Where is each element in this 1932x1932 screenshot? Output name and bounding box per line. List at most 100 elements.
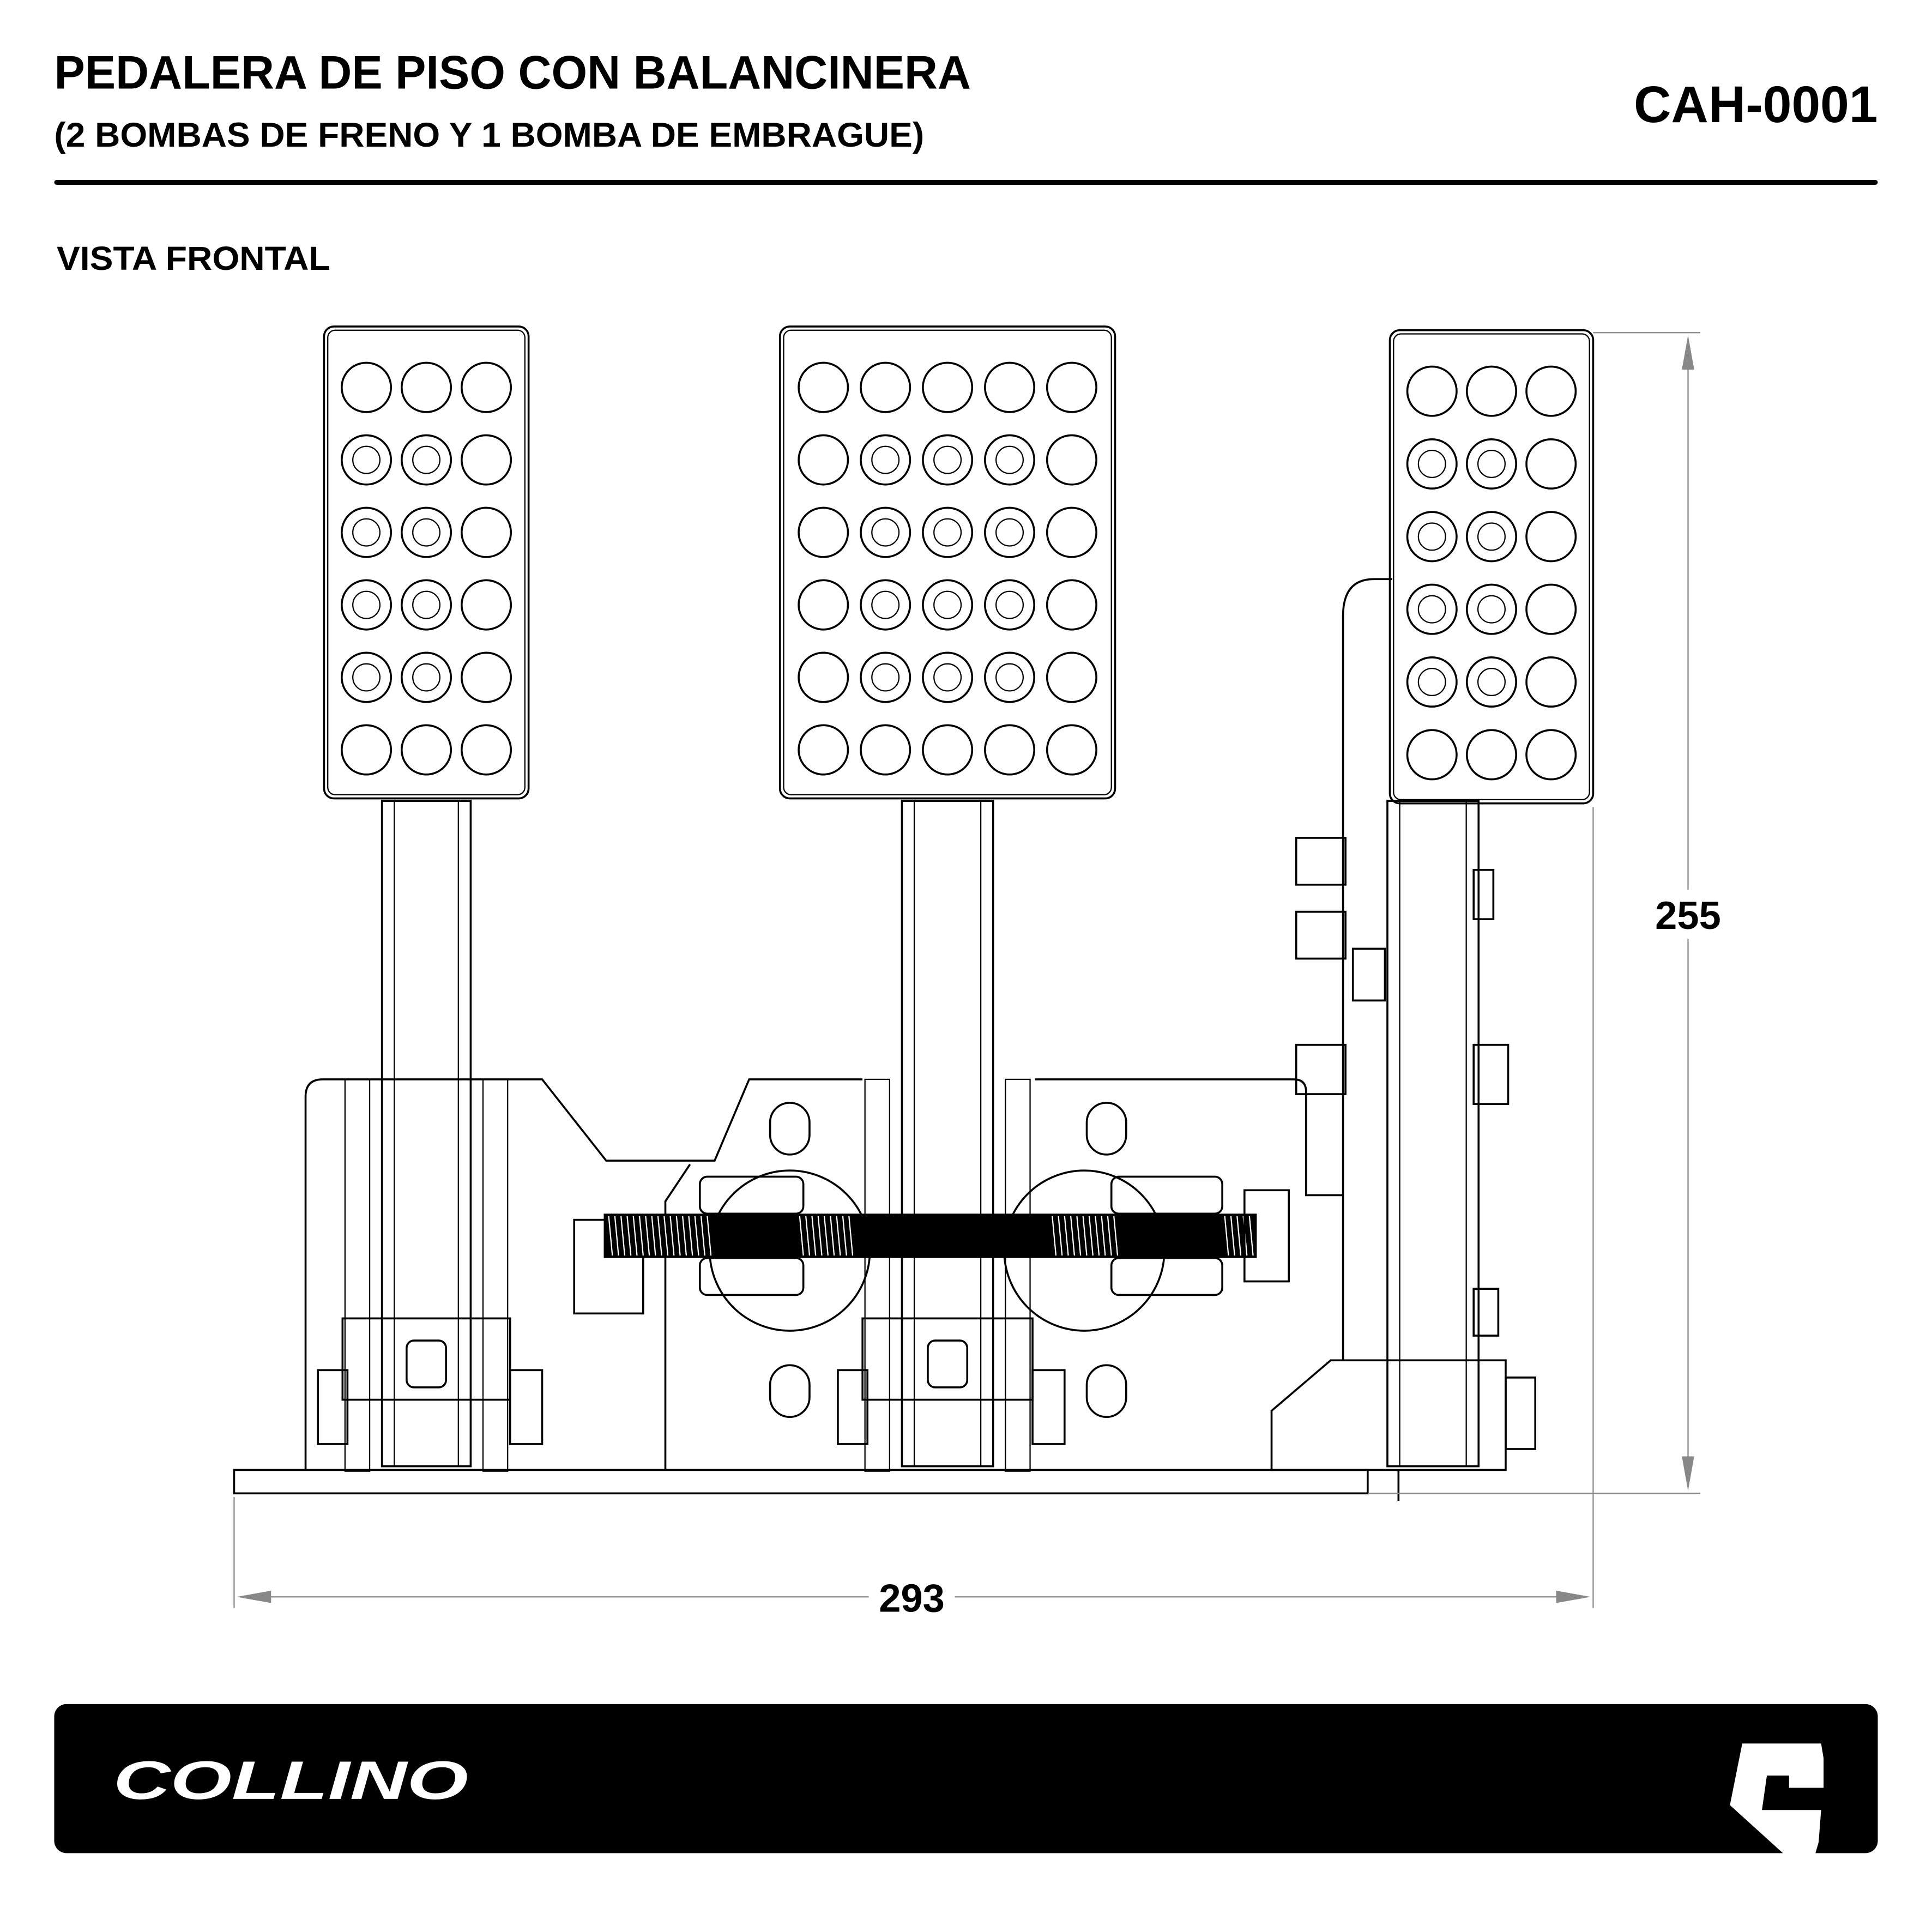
balance-bar-thread (603, 1213, 1257, 1258)
pad-hole (860, 651, 911, 703)
pad-hole (983, 361, 1036, 413)
pad-hole (401, 434, 452, 486)
pad-hole (798, 579, 849, 631)
dimension-height: 255 (1367, 332, 1721, 1494)
pad-hole (798, 724, 849, 776)
drawing-title: PEDALERA DE PISO CON BALANCINERA (54, 47, 971, 99)
brake-pedal-pad-left (323, 325, 530, 800)
clevis-right (1110, 1175, 1223, 1215)
clevis-right-lower (1110, 1257, 1223, 1296)
bolt (1505, 1376, 1537, 1450)
left-bracket (304, 1078, 863, 1470)
pad-hole (798, 361, 849, 413)
pad-hole (1406, 511, 1458, 563)
pad-hole (798, 434, 849, 486)
brake-pedal-arm-right (837, 800, 1066, 1472)
pad-hole (860, 724, 911, 776)
pad-hole (461, 361, 512, 413)
pad-hole (401, 651, 452, 703)
pad-hole (983, 506, 1036, 558)
header-rule (54, 179, 1878, 185)
pad-hole (1465, 656, 1517, 708)
clutch-plate (1342, 578, 1393, 1361)
pad-hole (860, 434, 911, 486)
pad-hole (1406, 656, 1458, 708)
brand-mark-icon (1730, 1743, 1824, 1877)
slot-hole (1085, 1102, 1127, 1156)
clutch-bracket (1270, 1359, 1507, 1471)
bolt (1295, 1043, 1347, 1095)
pad-hole (798, 651, 849, 703)
part-code: CAH-0001 (1634, 76, 1878, 134)
pad-hole (1046, 724, 1097, 776)
brake-pedal-pad-center (778, 325, 1116, 800)
pad-hole (1465, 511, 1517, 563)
pad-hole (983, 651, 1036, 703)
bolt (1295, 837, 1347, 886)
pad-hole (401, 506, 452, 558)
pad-hole (922, 506, 974, 558)
pad-hole (1525, 365, 1577, 417)
height-dimension-value: 255 (1655, 894, 1721, 938)
pad-hole (922, 724, 974, 776)
pad-hole (461, 506, 512, 558)
pedal-assembly-drawing (233, 325, 1595, 1501)
clevis-left (698, 1175, 805, 1215)
pad-hole (1525, 583, 1577, 635)
pad-hole (983, 579, 1036, 631)
pad-hole (461, 651, 512, 703)
pad-hole (1046, 579, 1097, 631)
base-plate (233, 1469, 1369, 1495)
pad-hole (860, 579, 911, 631)
pad-hole (860, 506, 911, 558)
pad-hole (1406, 365, 1458, 417)
pad-hole (922, 434, 974, 486)
pad-hole (860, 361, 911, 413)
pad-hole (401, 361, 452, 413)
pad-hole (798, 506, 849, 558)
brake-pedal-arm-left (317, 800, 544, 1472)
clevis-left-lower (698, 1257, 805, 1296)
clutch-pedal-arm (1386, 800, 1480, 1468)
bolt (1295, 910, 1347, 960)
pad-hole (1046, 361, 1097, 413)
pad-hole (1465, 365, 1517, 417)
pad-hole (1046, 506, 1097, 558)
footer-banner: COLLINO (54, 1704, 1878, 1877)
nut (1472, 868, 1495, 920)
pad-hole (1525, 656, 1577, 708)
slot-hole (769, 1102, 811, 1156)
pad-hole (1465, 583, 1517, 635)
adjuster-nut (1243, 1189, 1290, 1283)
pad-hole (922, 651, 974, 703)
pad-hole (341, 506, 393, 558)
pad-hole (1046, 434, 1097, 486)
pad-hole (341, 434, 393, 486)
pad-hole (401, 724, 452, 776)
pad-hole (1406, 438, 1458, 490)
pad-hole (922, 579, 974, 631)
pad-hole (1465, 729, 1517, 781)
pad-hole (341, 579, 393, 631)
view-label: VISTA FRONTAL (57, 240, 330, 277)
pad-hole (1525, 729, 1577, 781)
slot-hole (1085, 1364, 1127, 1418)
pad-hole (1406, 583, 1458, 635)
slot-hole (769, 1364, 811, 1418)
pad-hole (983, 724, 1036, 776)
pad-hole (1465, 438, 1517, 490)
clutch-pedal-pad (1388, 329, 1595, 805)
center-bracket (664, 1078, 1343, 1470)
pad-hole (341, 361, 393, 413)
nut (1472, 1288, 1500, 1337)
pad-hole (1525, 438, 1577, 490)
width-dimension-value: 293 (879, 1577, 945, 1620)
brand-logo: COLLINO (113, 1750, 468, 1811)
drawing-subtitle: (2 BOMBAS DE FRENO Y 1 BOMBA DE EMBRAGUE… (54, 116, 924, 154)
pad-hole (461, 434, 512, 486)
pad-hole (983, 434, 1036, 486)
pad-hole (461, 579, 512, 631)
pad-hole (401, 579, 452, 631)
pad-hole (341, 724, 393, 776)
